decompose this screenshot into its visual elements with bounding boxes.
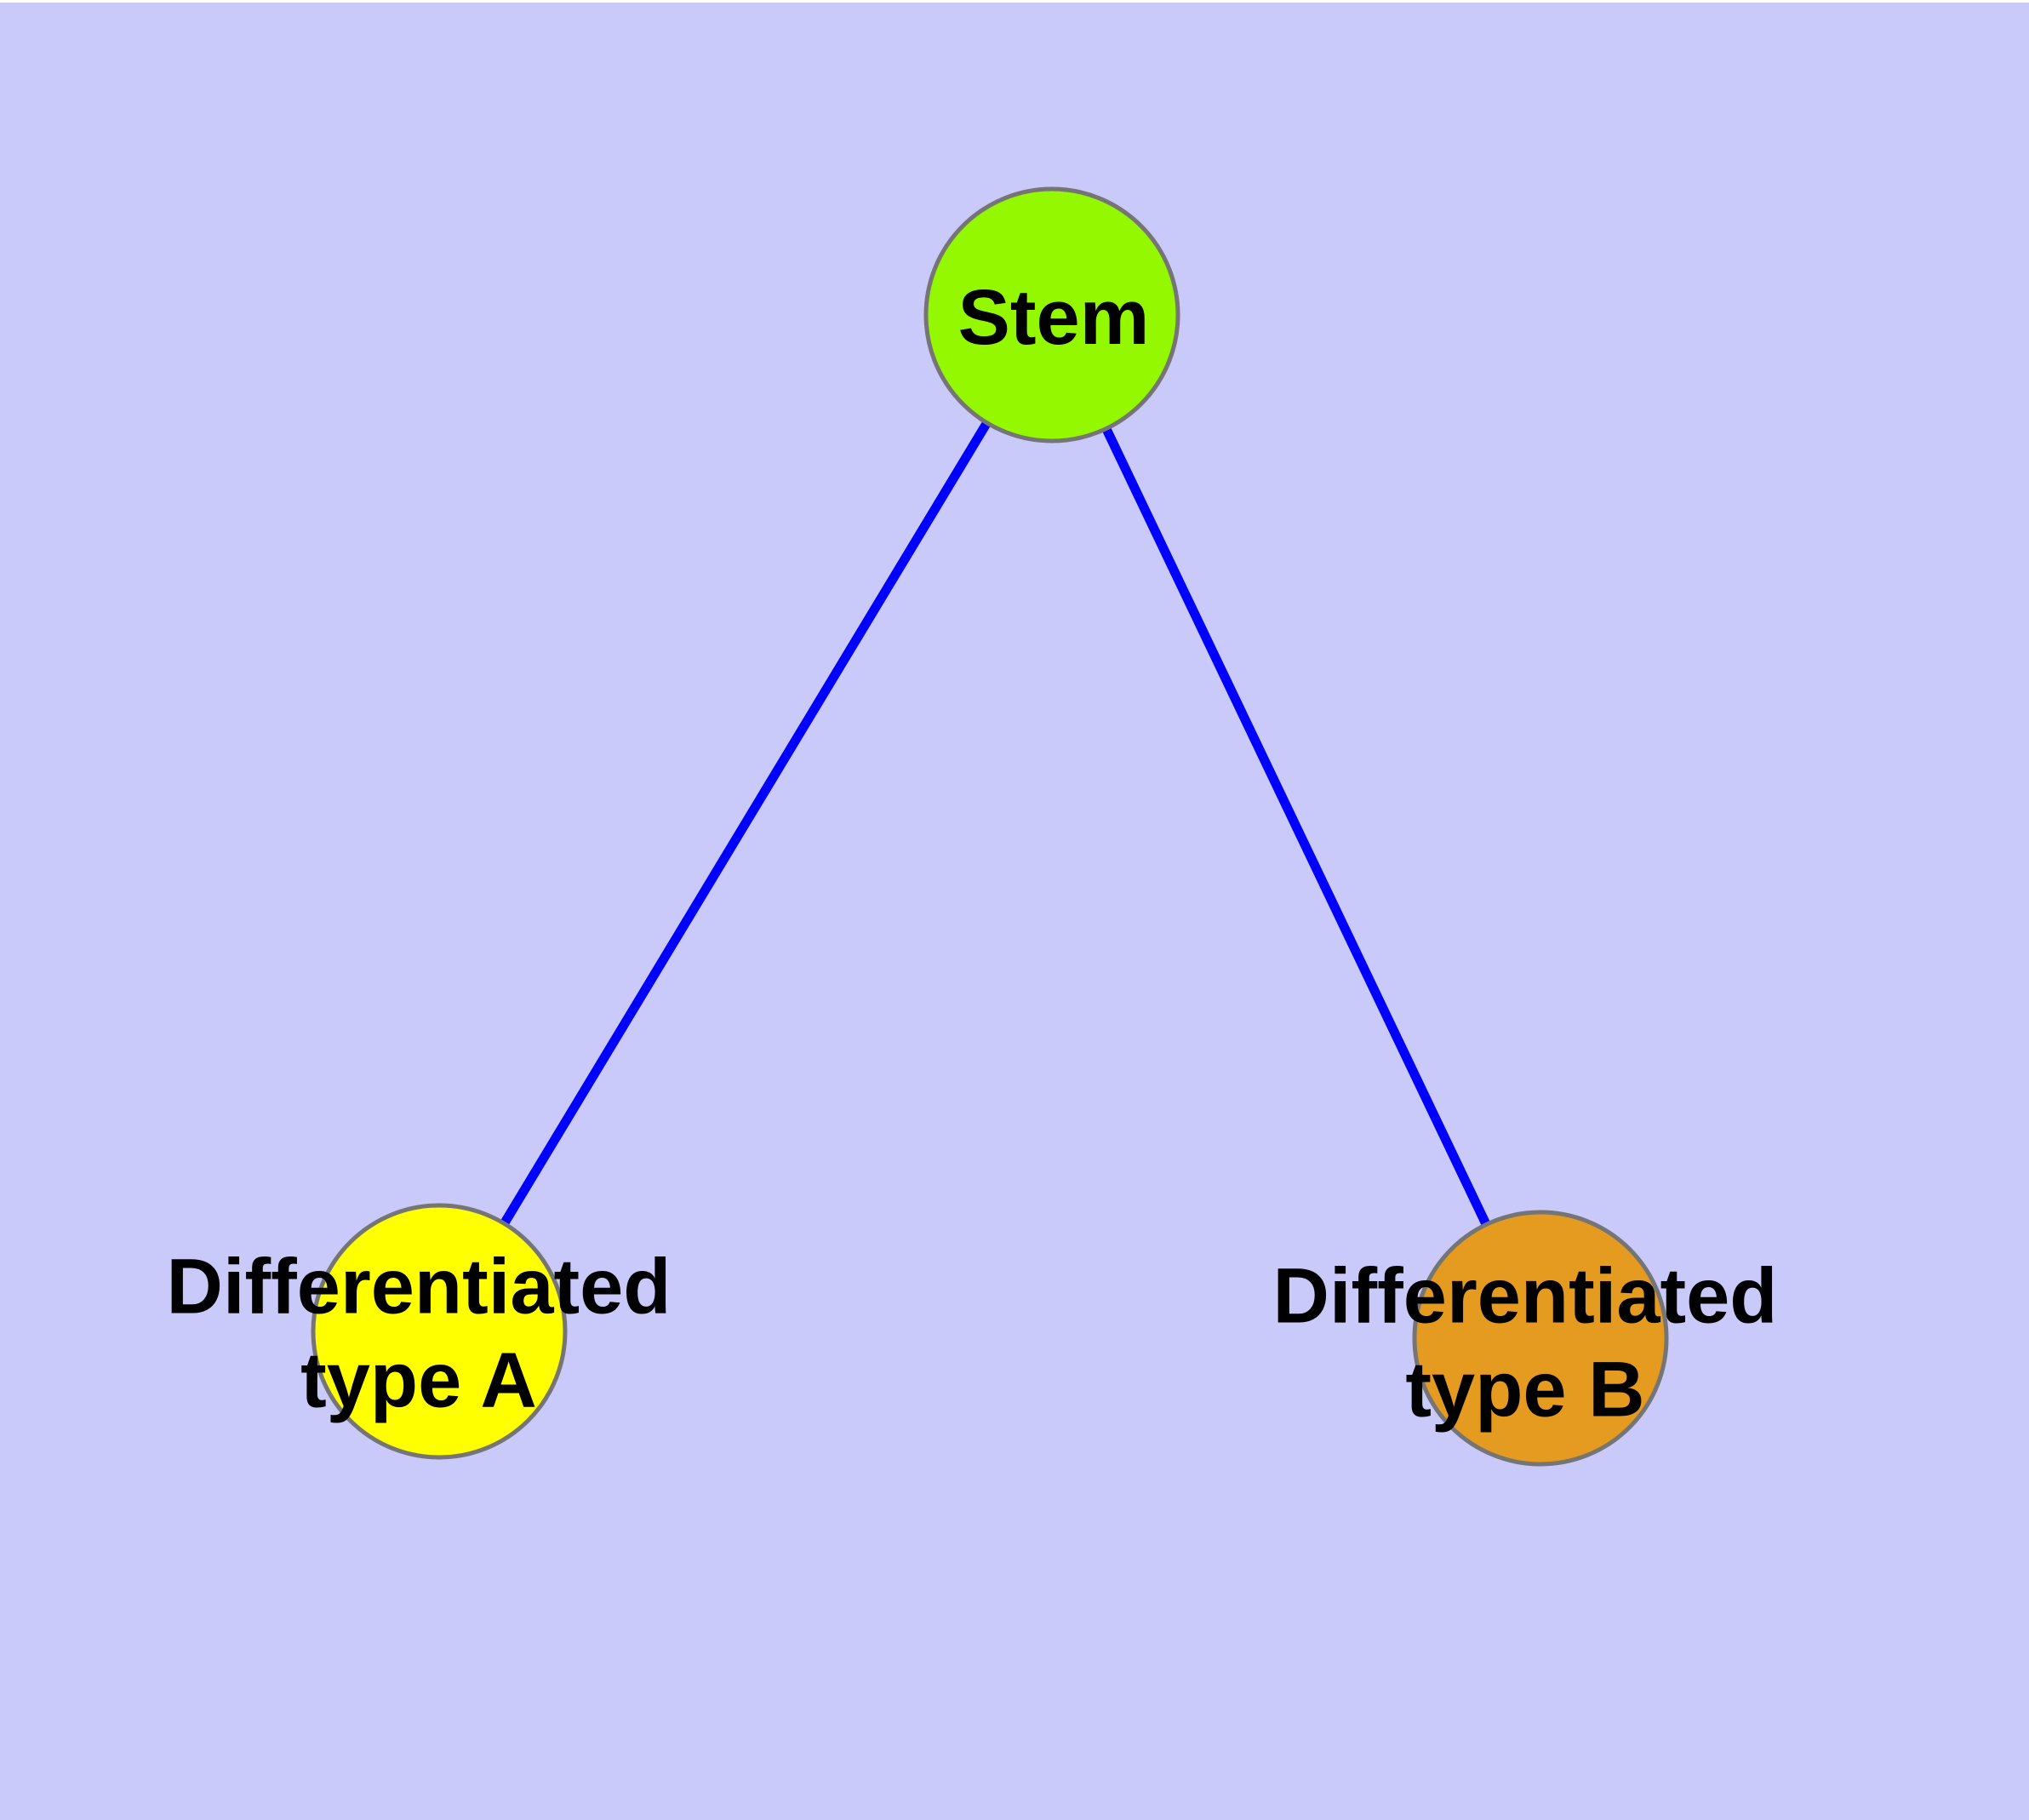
top-edge-strip (0, 0, 2029, 3)
node-circle-type-a (311, 1203, 568, 1460)
node-circle-stem (923, 186, 1180, 444)
node-circle-type-b (1412, 1210, 1669, 1467)
edge-stem-to-type-a (435, 312, 1056, 1334)
edge-stem-to-type-b (1048, 312, 1545, 1341)
